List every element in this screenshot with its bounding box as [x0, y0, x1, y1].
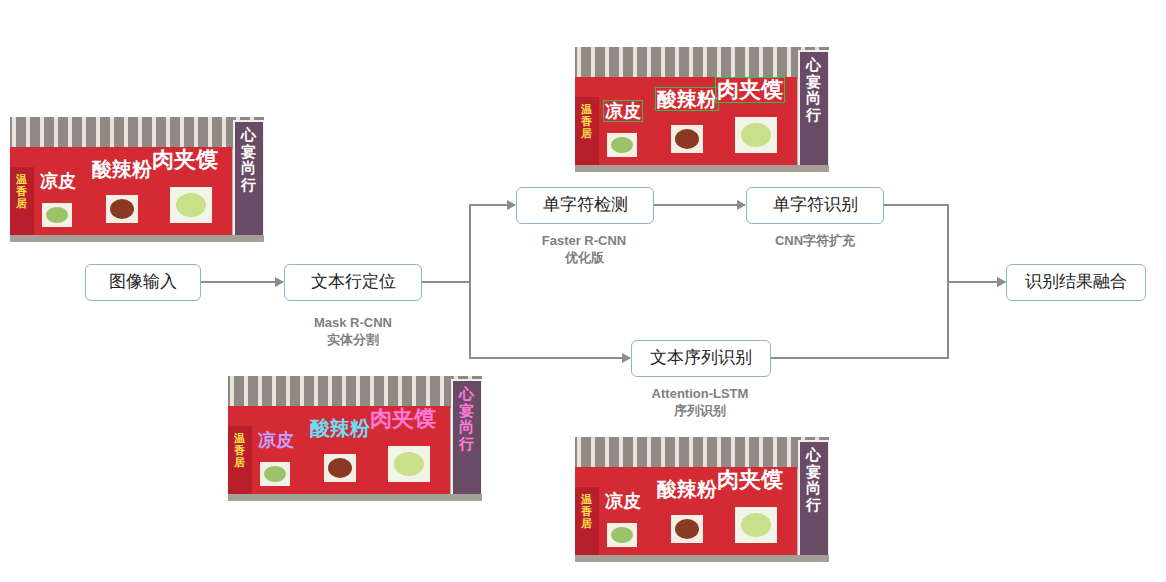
process-box: 文本序列识别 [631, 340, 771, 377]
flow-arrow [201, 281, 283, 283]
sign-text: 心宴尚行 [806, 57, 821, 123]
sign-text: 酸辣粉 [657, 89, 717, 109]
process-box: 文本行定位 [284, 264, 422, 301]
box-label: 文本序列识别 [650, 348, 752, 368]
sign-text: 心宴尚行 [241, 127, 256, 193]
flow-arrow [422, 282, 630, 358]
sign-text: 酸辣粉 [92, 159, 152, 179]
box-label: 图像输入 [109, 272, 177, 292]
sign-text: 心宴尚行 [459, 386, 474, 452]
flow-arrow [884, 205, 1005, 282]
sign-photo [10, 117, 264, 242]
process-box: 单字符识别 [746, 187, 884, 224]
sign-text: 肉夹馍 [717, 469, 783, 491]
sign-text: 温香居 [16, 173, 27, 209]
flow-arrow [422, 205, 515, 282]
sign-photo [228, 376, 482, 501]
sign-text: 温香居 [581, 493, 592, 529]
sign-text: 肉夹馍 [717, 79, 783, 101]
box-label: 识别结果融合 [1025, 272, 1127, 292]
sign-photo [575, 437, 829, 562]
box-label: 单字符检测 [543, 195, 628, 215]
sign-text: 温香居 [581, 103, 592, 139]
method-caption: Faster R-CNN 优化版 [540, 233, 628, 267]
sign-text: 凉皮 [605, 492, 641, 510]
sign-photo [575, 47, 829, 172]
process-box: 识别结果融合 [1006, 264, 1146, 301]
method-caption: CNN字符扩充 [774, 233, 857, 250]
flow-arrow [654, 204, 745, 206]
sign-text: 肉夹馍 [370, 408, 436, 430]
sign-text: 凉皮 [605, 102, 641, 120]
sign-text: 肉夹馍 [152, 149, 218, 171]
flow-arrow [771, 282, 1005, 358]
sign-text: 酸辣粉 [657, 479, 717, 499]
sign-text: 温香居 [234, 432, 245, 468]
box-label: 单字符识别 [773, 195, 858, 215]
sign-text: 心宴尚行 [806, 447, 821, 513]
process-box: 图像输入 [85, 264, 201, 301]
sign-text: 酸辣粉 [310, 418, 370, 438]
method-caption: Attention-LSTM 序列识别 [650, 386, 750, 420]
box-label: 文本行定位 [311, 272, 396, 292]
sign-text: 凉皮 [258, 431, 294, 449]
sign-text: 凉皮 [40, 172, 76, 190]
method-caption: Mask R-CNN 实体分割 [312, 315, 394, 349]
process-box: 单字符检测 [516, 187, 654, 224]
